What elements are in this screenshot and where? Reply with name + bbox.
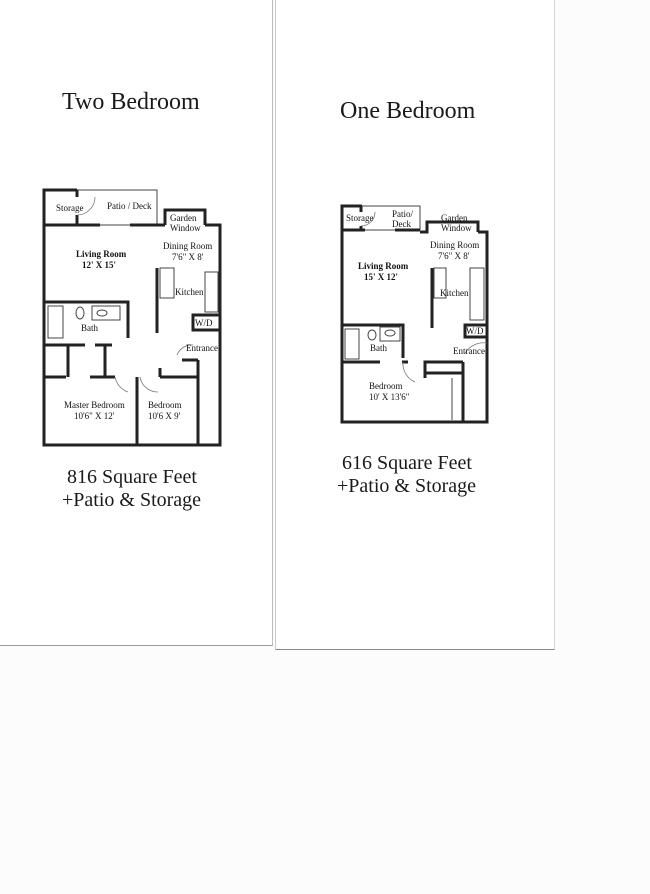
wd-label: W/D xyxy=(195,318,213,328)
dining-room-size: 7'6" X 8' xyxy=(438,251,470,261)
entrance-label: Entrance xyxy=(453,346,485,356)
two-bedroom-extras: +Patio & Storage xyxy=(62,489,202,511)
dining-room-label: Dining Room xyxy=(163,241,212,251)
garden-window-label-2: Window xyxy=(170,223,201,233)
patio-label: Patio / Deck xyxy=(107,201,152,211)
garden-window-label-2: Window xyxy=(441,223,472,233)
garden-window-label-1: Garden xyxy=(441,213,468,223)
kitchen-label: Kitchen xyxy=(175,287,204,297)
fixtures xyxy=(47,196,219,393)
patio-label-2: Deck xyxy=(392,219,411,229)
dining-room-label: Dining Room xyxy=(430,240,479,250)
bath-label: Bath xyxy=(370,343,387,353)
bedroom-label: Bedroom xyxy=(369,381,403,391)
storage-label: Storage xyxy=(346,213,374,223)
kitchen-label: Kitchen xyxy=(440,288,469,298)
living-room-label: Living Room xyxy=(358,261,409,271)
living-room-label: Living Room xyxy=(76,249,127,259)
bedroom-size: 10'6 X 9' xyxy=(148,411,181,421)
garden-window-label-1: Garden xyxy=(170,213,197,223)
master-bedroom-size: 10'6" X 12' xyxy=(74,411,115,421)
one-bedroom-sheet xyxy=(275,0,555,650)
one-bedroom-extras: +Patio & Storage xyxy=(337,475,477,497)
bedroom-size: 10' X 13'6" xyxy=(369,392,410,402)
walls xyxy=(340,204,489,424)
fixtures xyxy=(344,211,488,420)
living-room-size: 12' X 15' xyxy=(82,260,116,270)
bedroom-label: Bedroom xyxy=(148,400,182,410)
bath-label: Bath xyxy=(81,323,98,333)
living-room-size: 15' X 12' xyxy=(364,272,398,282)
entrance-label: Entrance xyxy=(186,343,218,353)
storage-label: Storage xyxy=(56,203,84,213)
walls xyxy=(42,188,222,447)
one-bedroom-area: 616 Square Feet xyxy=(342,452,472,474)
one-bedroom-title: One Bedroom xyxy=(340,98,476,124)
master-bedroom-label: Master Bedroom xyxy=(64,400,125,410)
two-bedroom-title: Two Bedroom xyxy=(62,89,200,115)
wd-label: W/D xyxy=(466,326,484,336)
patio-label-1: Patio/ xyxy=(392,209,414,219)
two-bedroom-area: 816 Square Feet xyxy=(67,466,197,488)
dining-room-size: 7'6" X 8' xyxy=(172,252,204,262)
